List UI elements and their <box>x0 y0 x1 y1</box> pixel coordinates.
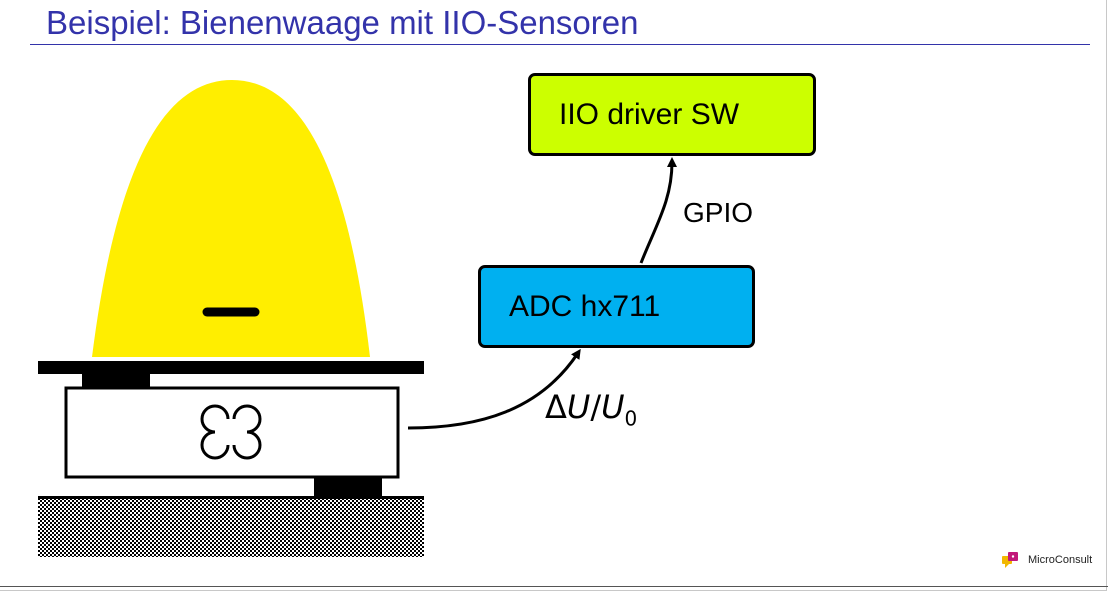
beehive-shape <box>92 80 370 357</box>
arrow-load-cell-to-adc <box>407 348 581 430</box>
scale-top-plate <box>38 361 424 374</box>
logo-text: MicroConsult <box>1028 554 1093 566</box>
delta-symbol: Δ <box>545 388 567 426</box>
title-underline <box>30 44 1090 45</box>
voltage-u: U <box>566 388 591 426</box>
ground-hatched <box>38 497 424 557</box>
gpio-edge-label: GPIO <box>683 197 754 228</box>
adc-label: ADC hx711 <box>509 289 661 323</box>
slash: / <box>590 388 602 426</box>
arrow-adc-to-driver <box>639 157 677 264</box>
logo-icon <box>1002 552 1018 568</box>
voltage-ratio-label: ΔU/U0 <box>545 388 637 430</box>
scale-top-spacer <box>82 374 150 388</box>
scale-bottom-spacer <box>314 477 382 497</box>
clover-icon <box>200 404 262 460</box>
voltage-u0: U <box>601 388 625 426</box>
footer-rule <box>0 586 1108 587</box>
voltage-u0-subscript: 0 <box>624 406 638 431</box>
microconsult-logo: MicroConsult <box>1002 552 1092 568</box>
ground-top-edge <box>38 496 424 499</box>
slide-title: Beispiel: Bienenwaage mit IIO-Sensoren <box>46 4 639 41</box>
adc-box: ADC hx711 <box>478 265 755 348</box>
iio-driver-box: IIO driver SW <box>528 73 816 156</box>
iio-driver-label: IIO driver SW <box>559 97 740 131</box>
